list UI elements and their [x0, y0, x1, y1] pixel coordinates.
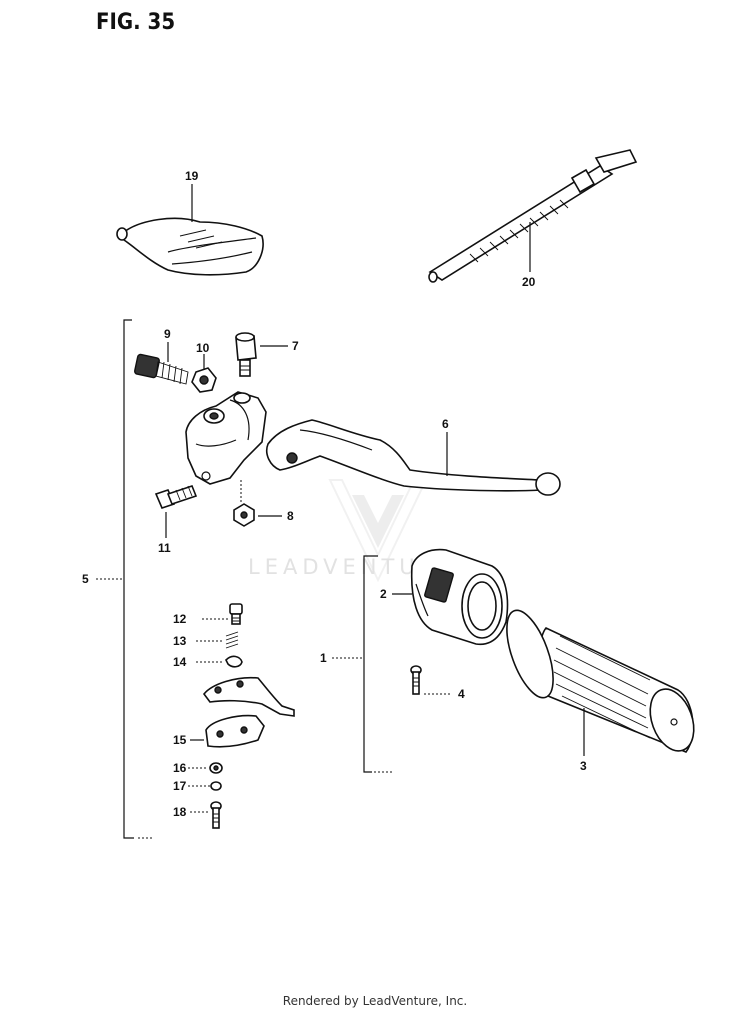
- plate-upper: [202, 676, 295, 717]
- clutch-lever-6: [265, 419, 561, 496]
- callout-16: 16: [173, 761, 187, 775]
- callout-7: 7: [292, 339, 299, 353]
- callout-13: 13: [173, 634, 187, 648]
- callout-4: 4: [458, 687, 465, 701]
- screw-4: [410, 665, 422, 695]
- callout-14: 14: [173, 655, 187, 669]
- callout-15: 15: [173, 733, 187, 747]
- footer-credit: Rendered by LeadVenture, Inc.: [282, 994, 468, 1008]
- bolt-11: [154, 485, 198, 509]
- washer-16: [209, 762, 223, 774]
- callout-18: 18: [173, 805, 187, 819]
- bolt-9: [134, 353, 189, 385]
- nut-8: [233, 503, 255, 527]
- callout-labels: 19 20 9 10 7 6 11 8 5 2 1 4 3 12 13 14 1…: [82, 169, 587, 819]
- callout-17: 17: [173, 779, 187, 793]
- throttle-housing-2: [410, 548, 509, 646]
- figure-title: FIG. 35: [96, 10, 176, 35]
- callout-5: 5: [82, 572, 89, 586]
- throttle-grip-3: [506, 609, 695, 753]
- washer-17: [210, 781, 222, 791]
- screw-18: [210, 801, 222, 829]
- clip-14: [225, 655, 243, 668]
- callout-10: 10: [196, 341, 210, 355]
- adjuster-12: [229, 603, 243, 625]
- callout-20: 20: [522, 275, 536, 289]
- spring-13: [225, 631, 239, 649]
- callout-6: 6: [442, 417, 449, 431]
- callout-9: 9: [164, 327, 171, 341]
- callout-19: 19: [185, 169, 199, 183]
- nut-10: [191, 367, 217, 393]
- cover-15: [205, 714, 265, 748]
- lever-holder: [185, 391, 267, 485]
- callout-1: 1: [320, 651, 327, 665]
- callout-12: 12: [173, 612, 187, 626]
- callout-11: 11: [158, 541, 171, 555]
- cable-tie-part: [428, 149, 638, 283]
- pivot-bolt-7: [235, 332, 257, 377]
- callout-8: 8: [287, 509, 294, 523]
- callout-3: 3: [580, 759, 587, 773]
- lever-cover-part: [116, 217, 264, 276]
- callout-2: 2: [380, 587, 387, 601]
